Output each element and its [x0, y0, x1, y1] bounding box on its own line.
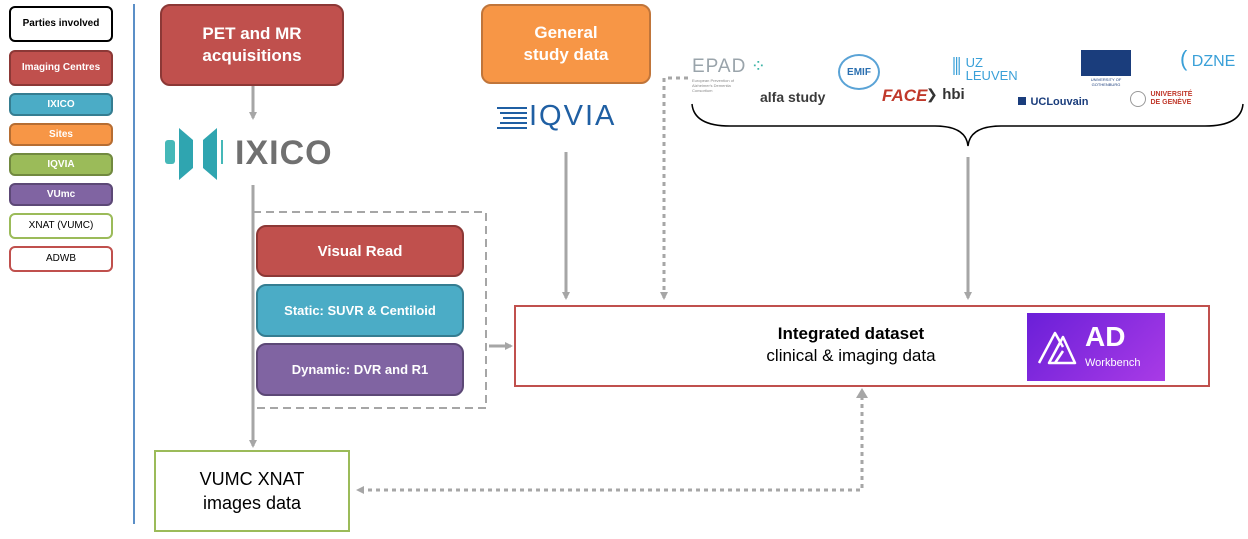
integrated-dataset-subtitle: clinical & imaging data: [766, 346, 936, 365]
legend-label: Imaging Centres: [21, 62, 101, 73]
geneve-logo: UNIVERSITÉ DE GENÈVE: [1130, 90, 1200, 108]
legend-label: Parties involved: [22, 18, 100, 29]
iqvia-lines-icon: [497, 107, 527, 129]
ad-workbench-mark-icon: [1037, 331, 1077, 365]
arrow-epad-to-integrated: [660, 76, 688, 300]
emif-logo: EMIF: [838, 54, 880, 90]
legend-label: IXICO: [47, 98, 75, 110]
epad-logo: EPAD ⁘ European Prevention of Alzheimer'…: [692, 56, 766, 93]
pet-mr-label: PET and MR acquisitions: [202, 24, 302, 65]
legend-ixico: IXICO: [9, 93, 113, 116]
ad-workbench-main-text: AD: [1085, 321, 1126, 352]
hbi-logo-text: hbi: [942, 86, 965, 103]
epad-subtitle: European Prevention of Alzheimer's Demen…: [692, 78, 735, 93]
gothenburg-seal-icon: [1081, 50, 1131, 76]
integrated-dataset-box: Integrated dataset clinical & imaging da…: [514, 305, 1210, 387]
alfa-study-logo: alfa study: [760, 89, 825, 107]
integrated-dataset-title: Integrated dataset: [777, 324, 925, 343]
uz-leuven-logo: ⫼ UZ LEUVEN: [952, 56, 1026, 85]
epad-logo-text: EPAD: [692, 56, 747, 77]
legend-parties-involved: Parties involved: [9, 6, 113, 42]
general-study-data-box: General study data: [481, 4, 651, 84]
legend-adwb: ADWB: [9, 246, 113, 272]
vumc-xnat-box: VUMC XNAT images data: [154, 450, 350, 532]
hbi-arrow-icon: ❯: [926, 86, 938, 102]
vumc-xnat-label: VUMC XNAT images data: [199, 469, 305, 513]
static-label: Static: SUVR & Centiloid: [284, 303, 436, 318]
ixico-logo: IXICO: [163, 124, 348, 184]
analysis-group-border: [252, 211, 487, 409]
uz-leuven-text: UZ LEUVEN: [965, 55, 1018, 83]
legend-label: ADWB: [46, 253, 76, 264]
dynamic-label: Dynamic: DVR and R1: [291, 362, 429, 377]
ad-workbench-logo: AD Workbench: [1027, 313, 1165, 381]
dzne-text: DZNE: [1191, 53, 1236, 70]
geneve-seal-icon: [1130, 90, 1146, 107]
ixico-logo-text: IXICO: [235, 134, 333, 172]
ad-workbench-sub-text: Workbench: [1085, 357, 1141, 369]
dzne-logo: ( DZNE: [1180, 46, 1235, 72]
integrated-dataset-text: Integrated dataset clinical & imaging da…: [696, 323, 1006, 367]
emif-logo-text: EMIF: [847, 66, 871, 78]
gothenburg-logo: UNIVERSITY OF GOTHENBURG: [1081, 50, 1131, 87]
pet-mr-acquisitions-box: PET and MR acquisitions: [160, 4, 344, 86]
legend-label: VUmc: [46, 188, 76, 200]
gothenburg-text: UNIVERSITY OF GOTHENBURG: [1090, 77, 1122, 87]
legend-label: IQVIA: [47, 158, 75, 170]
geneve-text: UNIVERSITÉ DE GENÈVE: [1150, 90, 1193, 106]
legend-label: Sites: [49, 128, 73, 140]
iqvia-logo-text: IQVIA: [529, 100, 617, 132]
dynamic-dvr-box: Dynamic: DVR and R1: [256, 343, 464, 396]
face-logo-text: FACE: [882, 86, 928, 105]
arrow-integrated-xnat-bidirectional: [356, 396, 864, 494]
legend-imaging-centres: Imaging Centres: [9, 50, 113, 86]
legend-sites: Sites: [9, 123, 113, 146]
alfa-study-text: alfa study: [760, 89, 826, 105]
legend-xnat-vumc: XNAT (VUMC): [9, 213, 113, 239]
static-suvr-box: Static: SUVR & Centiloid: [256, 284, 464, 337]
visual-read-label: Visual Read: [317, 242, 403, 260]
iqvia-logo: IQVIA: [497, 100, 637, 134]
legend-vumc: VUmc: [9, 183, 113, 206]
uclouvain-text: UCLouvain: [1030, 96, 1089, 108]
uclouvain-square-icon: [1018, 97, 1026, 105]
logos-brace: [691, 103, 1244, 147]
legend-iqvia: IQVIA: [9, 153, 113, 176]
general-study-label: General study data: [523, 23, 609, 64]
legend-label: XNAT (VUMC): [28, 220, 94, 231]
dzne-swirl-icon: (: [1180, 46, 1188, 71]
ixico-mark-icon: [165, 128, 223, 180]
uz-leuven-icon: ⫼: [952, 56, 962, 78]
hbi-logo: ❯ hbi: [926, 86, 965, 104]
epad-dots-icon: ⁘: [750, 56, 766, 76]
face-logo: FACE: [882, 86, 927, 106]
separator-line: [133, 4, 135, 524]
visual-read-box: Visual Read: [256, 225, 464, 277]
uclouvain-logo: UCLouvain: [1018, 92, 1089, 110]
